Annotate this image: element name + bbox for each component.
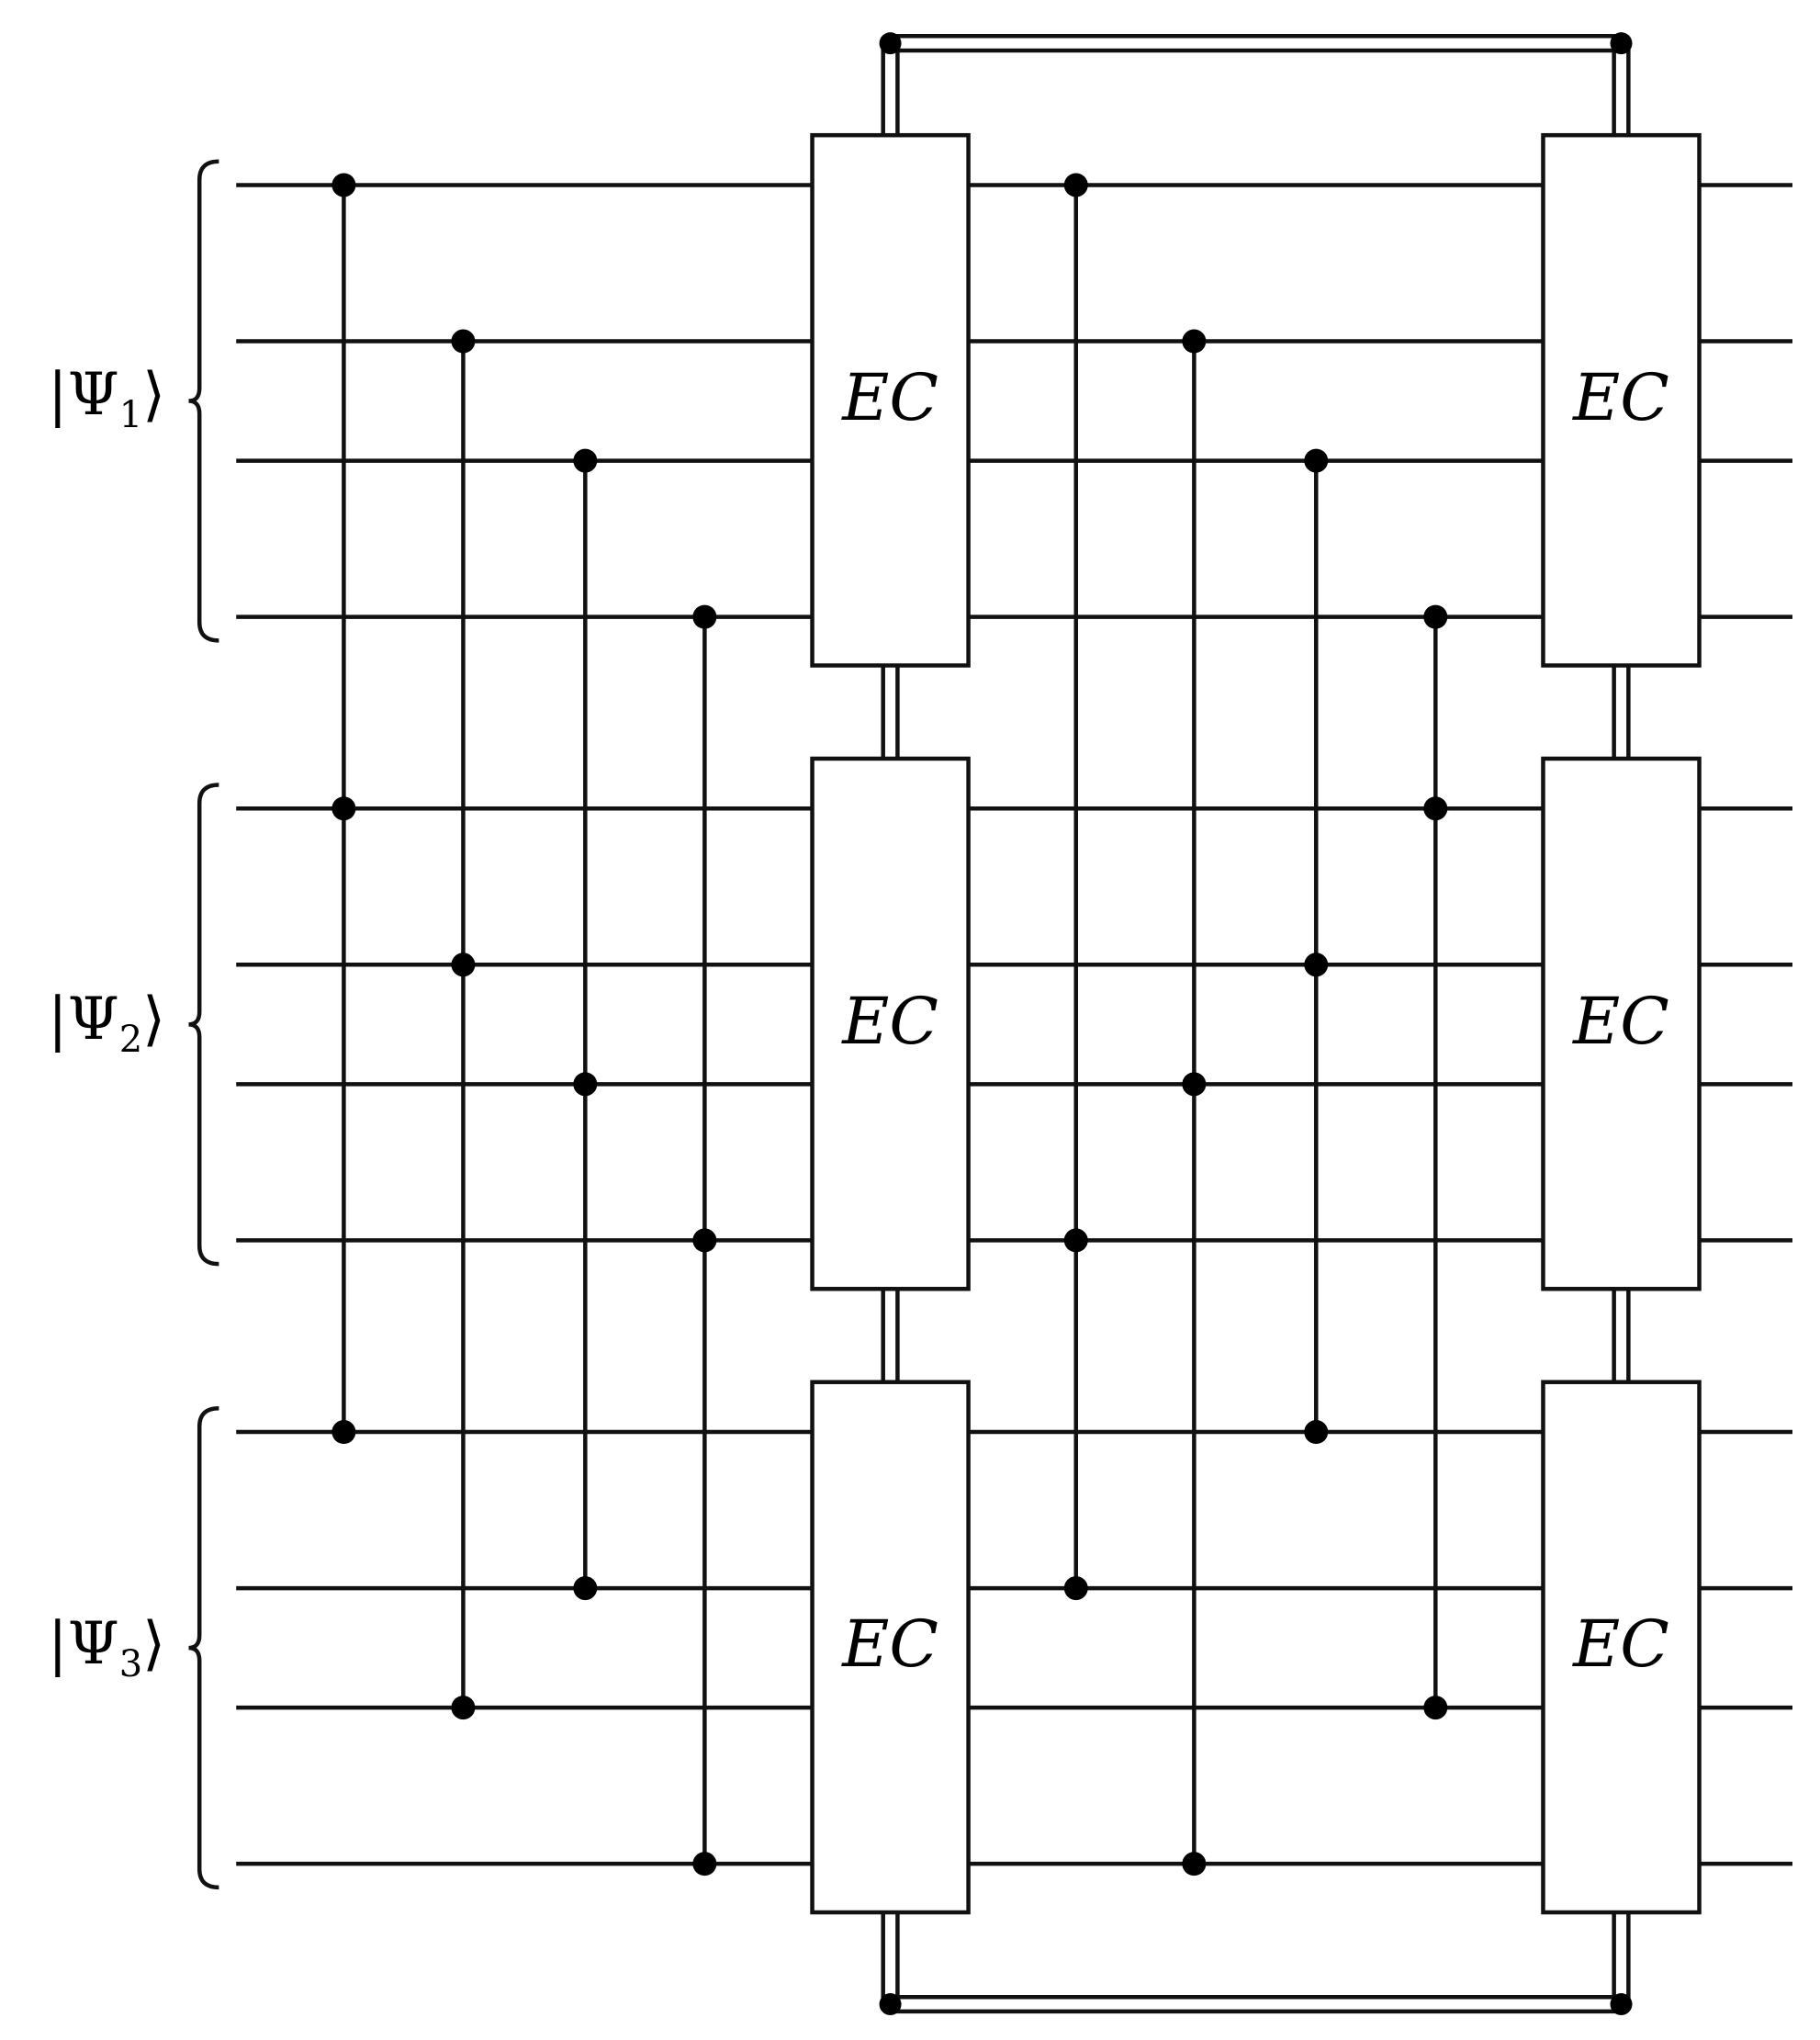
control-dot-1-2 xyxy=(451,1696,476,1720)
ec-box-1-2 xyxy=(1541,1380,1702,1915)
control-dot-6-2 xyxy=(1304,1420,1329,1445)
register-brace-3 xyxy=(188,1406,219,1890)
control-dot-3-0 xyxy=(692,604,717,629)
register-brace-1 xyxy=(188,159,219,643)
ec-box-1-1 xyxy=(1541,756,1702,1291)
state-suffix: ⟩ xyxy=(142,1610,166,1678)
controlled-gates xyxy=(331,173,1448,1877)
control-dot-1-0 xyxy=(451,329,476,354)
control-dot-7-1 xyxy=(1423,796,1448,821)
classical-junction-bottom-left xyxy=(879,1993,902,2016)
qubit-wires xyxy=(236,183,1792,1866)
state-label-psi-3: |Ψ3⟩ xyxy=(48,1615,165,1683)
state-suffix: ⟩ xyxy=(142,361,166,429)
ec-box-0-0 xyxy=(810,132,971,668)
ec-box-0-2 xyxy=(810,1380,971,1915)
ec-box-1-0 xyxy=(1541,132,1702,668)
ec-label-0-0: EC xyxy=(842,359,938,435)
state-prefix: |Ψ xyxy=(48,361,119,429)
classical-links xyxy=(879,32,1633,2016)
state-prefix: |Ψ xyxy=(48,1610,119,1678)
state-index: 1 xyxy=(118,394,143,436)
control-dot-5-2 xyxy=(1182,1852,1207,1877)
ec-label-0-1: EC xyxy=(842,983,938,1059)
control-dot-4-0 xyxy=(1063,173,1088,197)
register-brace-2 xyxy=(188,783,219,1267)
state-label-psi-1: |Ψ1⟩ xyxy=(48,366,165,434)
classical-junction-top-right xyxy=(1610,32,1633,55)
control-dot-7-2 xyxy=(1423,1696,1448,1720)
control-dot-0-0 xyxy=(331,173,356,197)
control-dot-6-1 xyxy=(1304,952,1329,977)
state-label-psi-2: |Ψ2⟩ xyxy=(48,990,165,1058)
classical-junction-top-left xyxy=(879,32,902,55)
control-dot-3-1 xyxy=(692,1228,717,1253)
ec-label-1-1: EC xyxy=(1573,983,1669,1059)
ec-box-0-1 xyxy=(810,756,971,1291)
ec-label-1-2: EC xyxy=(1573,1606,1669,1683)
state-index: 3 xyxy=(118,1643,143,1685)
control-dot-5-1 xyxy=(1182,1072,1207,1097)
control-dot-6-0 xyxy=(1304,448,1329,473)
control-dot-0-2 xyxy=(331,1420,356,1445)
ec-label-1-0: EC xyxy=(1573,359,1669,435)
state-suffix: ⟩ xyxy=(142,986,166,1054)
state-index: 2 xyxy=(118,1019,143,1061)
control-dot-2-0 xyxy=(573,448,598,473)
control-dot-1-1 xyxy=(451,952,476,977)
control-dot-4-2 xyxy=(1063,1576,1088,1601)
ec-label-0-2: EC xyxy=(842,1606,938,1683)
control-dot-7-0 xyxy=(1423,604,1448,629)
control-dot-3-2 xyxy=(692,1852,717,1877)
control-dot-0-1 xyxy=(331,796,356,821)
control-dot-2-1 xyxy=(573,1072,598,1097)
control-dot-4-1 xyxy=(1063,1228,1088,1253)
error-correction-boxes xyxy=(810,132,1702,1915)
classical-junction-bottom-right xyxy=(1610,1993,1633,2016)
control-dot-2-2 xyxy=(573,1576,598,1601)
register-braces xyxy=(188,159,219,1890)
control-dot-5-0 xyxy=(1182,329,1207,354)
state-prefix: |Ψ xyxy=(48,986,119,1054)
